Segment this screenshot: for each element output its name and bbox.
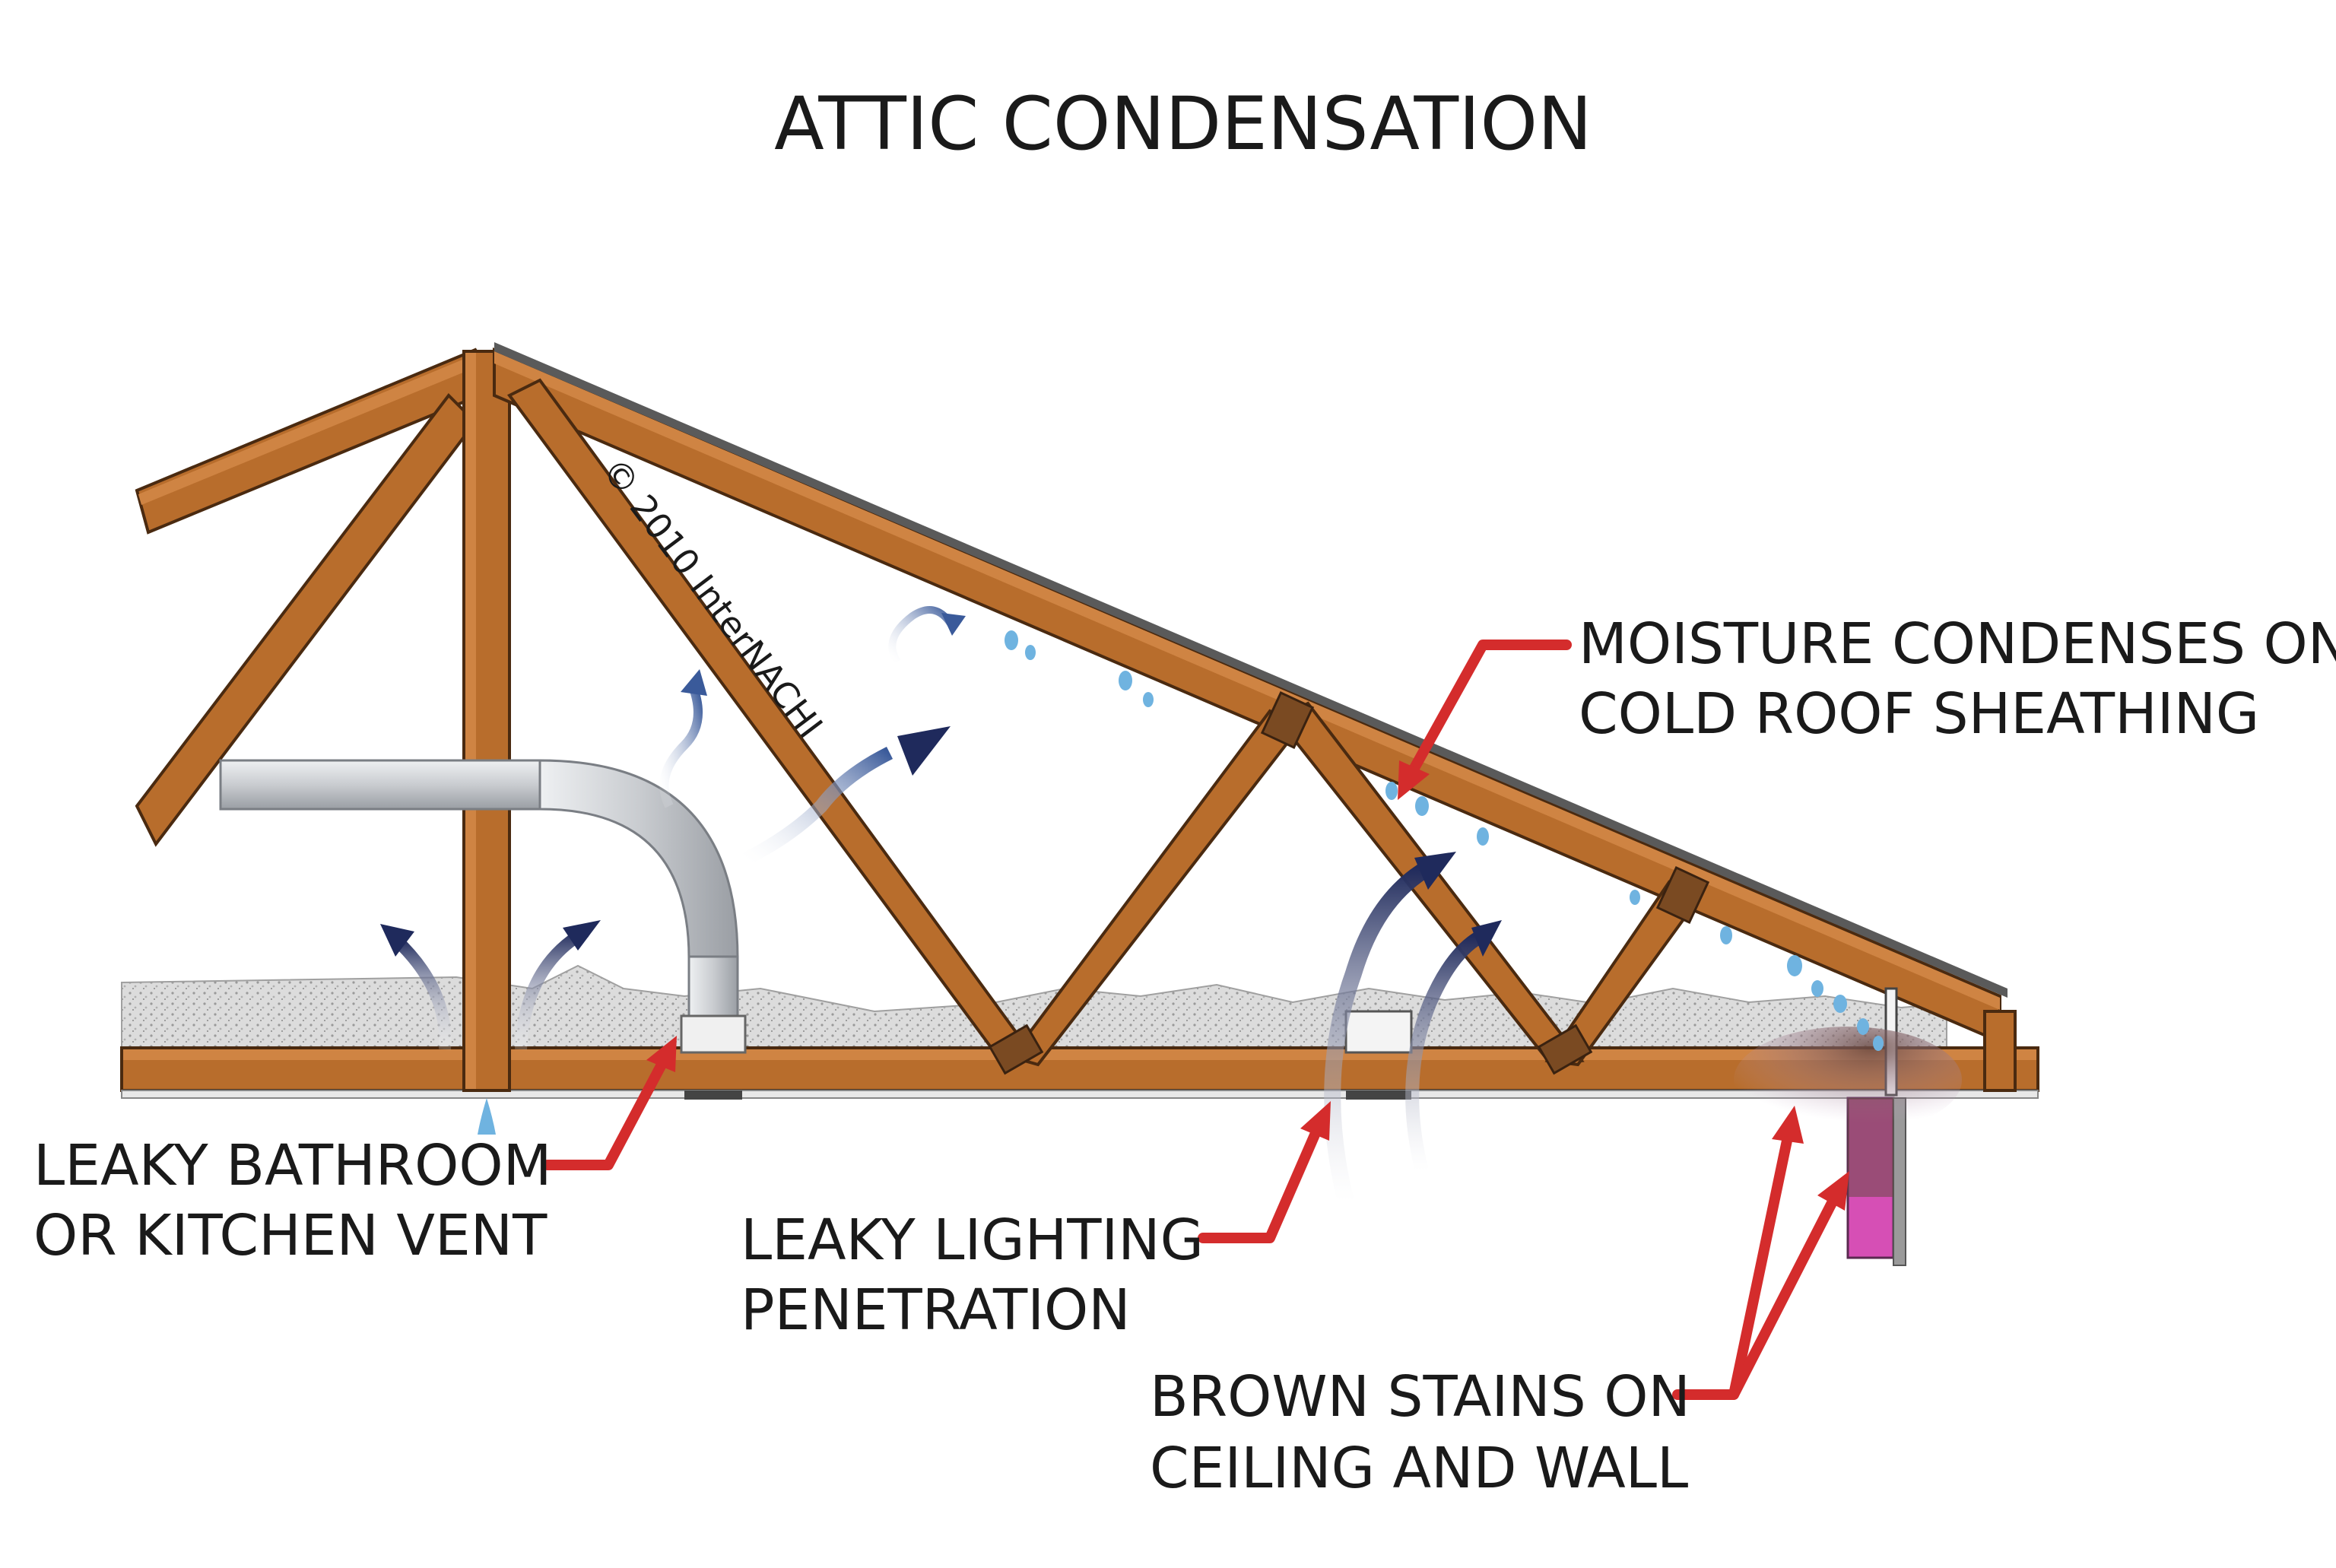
lighting-fixture-box <box>1344 1010 1413 1100</box>
air-flow-arrowhead <box>1471 920 1502 957</box>
gusset-plate <box>988 1024 1044 1075</box>
ceiling-stain <box>1734 1027 1962 1133</box>
callout-vent-line1: LEAKY BATHROOM <box>33 1133 551 1198</box>
callout-lighting: LEAKY LIGHTING PENETRATION <box>741 1208 1204 1343</box>
ceiling-drywall <box>121 1090 2039 1099</box>
callout-vent: LEAKY BATHROOM OR KITCHEN VENT <box>33 1133 551 1268</box>
callout-moisture: MOISTURE CONDENSES ON COLD ROOF SHEATHIN… <box>1579 611 2336 747</box>
attic-insulation <box>121 964 1947 1065</box>
air-flow-arrowhead <box>1414 852 1456 890</box>
callout-stains-line1: BROWN STAINS ON <box>1150 1364 1690 1430</box>
ceiling-drip <box>478 1098 496 1135</box>
air-flow-arrowhead <box>380 924 414 957</box>
callout-lighting-line2: PENETRATION <box>741 1278 1131 1343</box>
wall-stain <box>1848 1098 1893 1197</box>
gusset-plate <box>1260 691 1315 749</box>
bottom-chord <box>120 1046 2039 1092</box>
gusset-plate <box>1537 1024 1593 1075</box>
callout-stains: BROWN STAINS ON CEILING AND WALL <box>1150 1364 1690 1501</box>
warm-air-flow <box>380 852 1502 1204</box>
top-chord <box>493 342 2008 1045</box>
roof-sheathing <box>494 342 2008 998</box>
diagram-title: ATTIC CONDENSATION <box>774 81 1592 167</box>
callout-moisture-line2: COLD ROOF SHEATHING <box>1579 681 2259 747</box>
rising-moist-air <box>659 606 966 866</box>
gusset-plate <box>1655 866 1710 924</box>
callout-lighting-line1: LEAKY LIGHTING <box>741 1208 1204 1273</box>
condensation-droplets <box>1005 630 1884 1051</box>
bathroom-vent-duct <box>219 759 747 1100</box>
callout-vent-line2: OR KITCHEN VENT <box>33 1203 548 1268</box>
king-post <box>462 350 511 1092</box>
eave-block <box>1983 1010 2017 1092</box>
air-flow-arrowhead <box>563 920 601 951</box>
callout-stains-line2: CEILING AND WALL <box>1150 1436 1688 1501</box>
callout-arrows <box>542 640 1849 1400</box>
callout-moisture-line1: MOISTURE CONDENSES ON <box>1579 611 2336 677</box>
